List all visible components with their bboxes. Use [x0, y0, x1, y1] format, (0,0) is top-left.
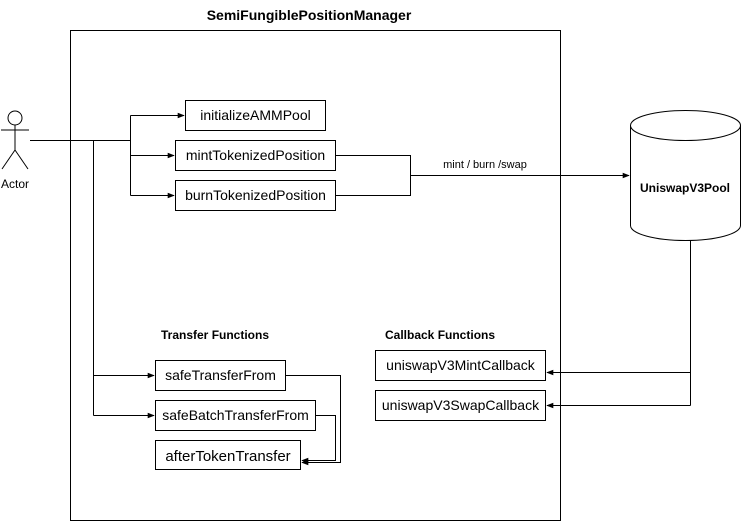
actor-connectors	[30, 112, 185, 419]
uniswap-v3-swap-callback-node: uniswapV3SwapCallback	[375, 390, 546, 421]
after-token-transfer-label: afterTokenTransfer	[165, 448, 290, 465]
safe-transfer-from-node: safeTransferFrom	[155, 360, 286, 391]
container-title: SemiFungiblePositionManager	[207, 7, 412, 23]
uniswap-v3-swap-callback-label: uniswapV3SwapCallback	[382, 397, 540, 413]
safe-transfer-from-label: safeTransferFrom	[165, 367, 276, 383]
actor-icon	[1, 110, 29, 170]
uniswap-v3-mint-callback-label: uniswapV3MintCallback	[386, 357, 536, 373]
safe-batch-transfer-from-label: safeBatchTransferFrom	[162, 407, 309, 423]
uniswap-v3-mint-callback-node: uniswapV3MintCallback	[375, 350, 546, 381]
burn-tokenized-position-node: burnTokenizedPosition	[175, 180, 336, 211]
callback-functions-heading: Callback Functions	[385, 328, 495, 342]
burn-tokenized-position-label: burnTokenizedPosition	[185, 187, 326, 203]
initialize-amm-pool-node: initializeAMMPool	[185, 100, 326, 131]
after-transfer-connectors	[285, 375, 341, 466]
uniswap-v3-pool-label: UniswapV3Pool	[640, 181, 730, 195]
initialize-amm-pool-label: initializeAMMPool	[200, 107, 310, 123]
mint-burn-swap-edge-label: mint / burn /swap	[443, 159, 527, 171]
mint-tokenized-position-node: mintTokenizedPosition	[175, 140, 336, 171]
mint-tokenized-position-label: mintTokenizedPosition	[186, 147, 325, 163]
transfer-functions-heading: Transfer Functions	[161, 328, 269, 342]
uniswap-v3-pool-cylinder	[630, 110, 741, 241]
after-token-transfer-node: afterTokenTransfer	[155, 440, 301, 470]
safe-batch-transfer-from-node: safeBatchTransferFrom	[155, 400, 316, 431]
mint-burn-swap-edge	[335, 155, 630, 196]
pool-callback-connectors	[546, 240, 691, 409]
actor-label: Actor	[1, 177, 29, 191]
